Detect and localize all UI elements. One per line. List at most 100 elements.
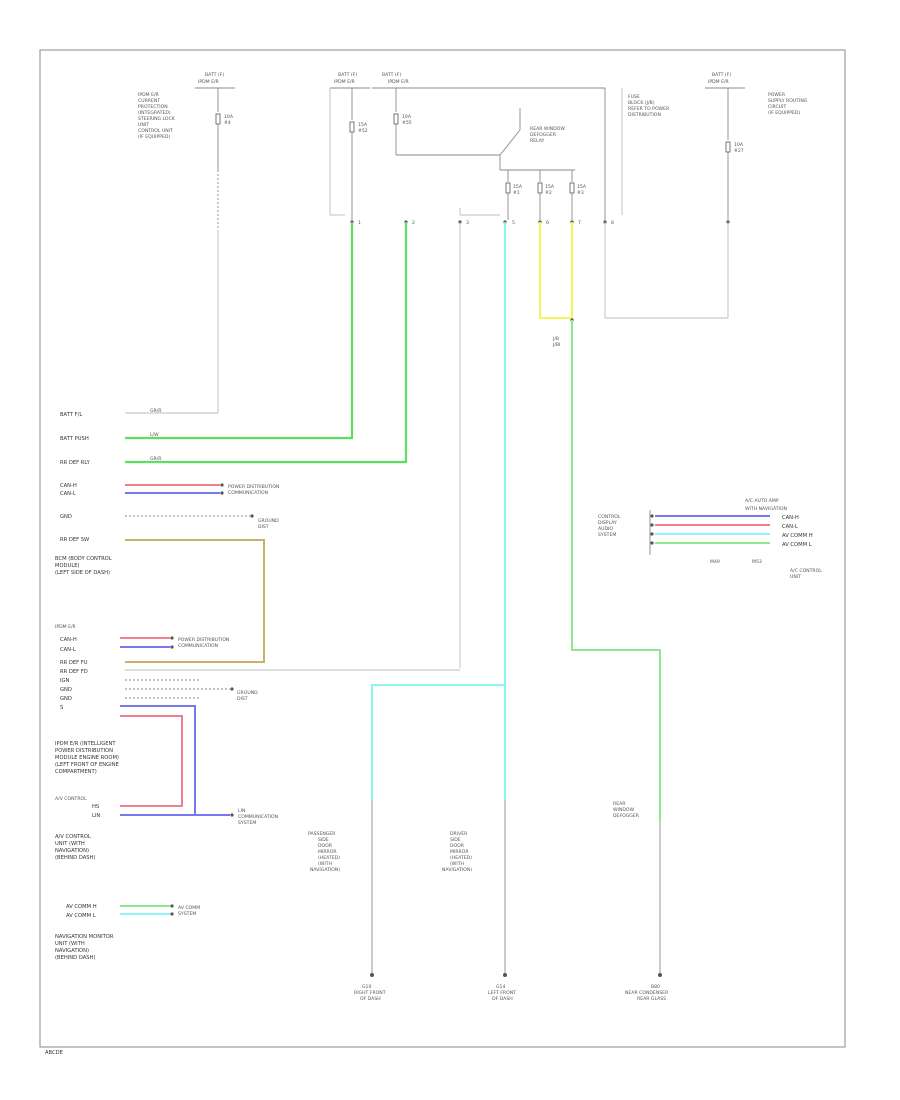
svg-text:COMMUNICATION: COMMUNICATION	[178, 643, 218, 649]
svg-text:IPDM E/R: IPDM E/R	[198, 79, 220, 85]
svg-text:(BEHIND DASH): (BEHIND DASH)	[55, 955, 95, 961]
svg-text:IPDM E/R (INTELLIGENT: IPDM E/R (INTELLIGENT	[55, 741, 116, 747]
heater-rear-defogger: REAR WINDOW DEFOGGER B80 NEAR CONDENSER …	[613, 801, 669, 1002]
svg-text:BCM (BODY CONTROL: BCM (BODY CONTROL	[55, 556, 112, 562]
svg-text:DIST: DIST	[237, 696, 248, 702]
svg-text:STEERING LOCK: STEERING LOCK	[138, 116, 176, 122]
svg-text:UNIT: UNIT	[138, 122, 149, 128]
svg-text:10A: 10A	[224, 114, 234, 120]
svg-text:(LEFT SIDE OF DASH): (LEFT SIDE OF DASH)	[55, 570, 110, 576]
svg-text:OF DASH: OF DASH	[492, 996, 513, 1002]
svg-text:SYSTEM: SYSTEM	[238, 820, 256, 826]
svg-text:RELAY: RELAY	[530, 138, 545, 144]
fuse-block-left: BATT (F) IPDM E/R IPDM E/R CURRENT PROTE…	[138, 72, 235, 413]
svg-text:15A: 15A	[577, 184, 587, 190]
svg-text:CAN-L: CAN-L	[60, 491, 76, 497]
svg-text:10A: 10A	[402, 114, 412, 120]
svg-text:6: 6	[546, 220, 549, 226]
svg-text:LIN: LIN	[238, 808, 245, 814]
svg-text:WITH NAVIGATION: WITH NAVIGATION	[745, 506, 787, 512]
svg-text:BATT (F): BATT (F)	[712, 72, 731, 78]
svg-text:UNIT: UNIT	[790, 574, 801, 580]
svg-text:IPDM E/R: IPDM E/R	[55, 624, 77, 630]
svg-text:RR DEF SW: RR DEF SW	[60, 537, 89, 543]
svg-text:SIDE: SIDE	[450, 837, 461, 843]
svg-text:BATT PUSH: BATT PUSH	[60, 436, 89, 442]
svg-text:CIRCUIT: CIRCUIT	[768, 104, 786, 110]
svg-text:5: 5	[512, 220, 515, 226]
defogger-relay: REAR WINDOW DEFOGGER RELAY 15A 15A 15A #…	[499, 108, 587, 220]
svg-text:M49: M49	[710, 559, 720, 565]
svg-text:COMMUNICATION: COMMUNICATION	[228, 490, 268, 496]
bcm-connector: BATT F/L BATT PUSH RR DEF RLY CAN-H CAN-…	[55, 408, 279, 663]
svg-text:M53: M53	[752, 559, 762, 565]
svg-text:(INTEGRATED): (INTEGRATED)	[138, 110, 171, 116]
svg-text:NAVIGATION): NAVIGATION)	[55, 948, 89, 954]
svg-text:CAN-H: CAN-H	[60, 637, 77, 643]
svg-text:NAVIGATION): NAVIGATION)	[310, 867, 340, 873]
svg-text:REFER TO POWER: REFER TO POWER	[628, 106, 670, 112]
svg-text:CAN-L: CAN-L	[782, 524, 798, 530]
svg-text:DOOR: DOOR	[318, 843, 333, 849]
svg-text:SYSTEM: SYSTEM	[178, 911, 196, 917]
svg-text:7: 7	[578, 220, 581, 226]
svg-text:1: 1	[358, 220, 361, 226]
svg-text:SIDE: SIDE	[318, 837, 329, 843]
svg-text:OF DASH: OF DASH	[360, 996, 381, 1002]
svg-text:(HEATED): (HEATED)	[318, 855, 340, 861]
svg-text:POWER DISTRIBUTION: POWER DISTRIBUTION	[178, 637, 229, 643]
svg-text:WINDOW: WINDOW	[613, 807, 634, 813]
heater-passenger: PASSENGER SIDE DOOR MIRROR (HEATED) (WIT…	[308, 800, 386, 1002]
svg-text:BATT (F): BATT (F)	[205, 72, 224, 78]
svg-text:(WITH: (WITH	[318, 861, 332, 867]
svg-text:NAVIGATION): NAVIGATION)	[442, 867, 472, 873]
svg-text:GND: GND	[60, 514, 72, 520]
svg-text:MODULE): MODULE)	[55, 563, 80, 569]
svg-text:DISPLAY: DISPLAY	[598, 520, 617, 526]
svg-text:(WITH: (WITH	[450, 861, 464, 867]
svg-text:UNIT (WITH: UNIT (WITH	[55, 841, 85, 847]
svg-text:LIN: LIN	[92, 813, 100, 819]
svg-text:DOOR: DOOR	[450, 843, 465, 849]
svg-text:NEAR CONDENSER: NEAR CONDENSER	[625, 990, 669, 996]
svg-text:LEFT FRONT: LEFT FRONT	[488, 990, 516, 996]
svg-text:RIGHT FRONT: RIGHT FRONT	[354, 990, 386, 996]
svg-text:AV COMM L: AV COMM L	[782, 542, 812, 548]
svg-text:(HEATED): (HEATED)	[450, 855, 472, 861]
svg-text:(IF EQUIPPED): (IF EQUIPPED)	[138, 134, 170, 140]
svg-text:CURRENT: CURRENT	[138, 98, 160, 104]
svg-text:G10: G10	[362, 984, 371, 990]
svg-text:DISTRIBUTION: DISTRIBUTION	[628, 112, 661, 118]
svg-text:MIRROR: MIRROR	[318, 849, 337, 855]
svg-text:#52: #52	[358, 128, 368, 134]
svg-text:IPDM E/R: IPDM E/R	[334, 79, 356, 85]
svg-text:BATT (F): BATT (F)	[382, 72, 401, 78]
svg-text:10A: 10A	[734, 142, 744, 148]
svg-text:J/BI: J/BI	[552, 342, 560, 348]
svg-text:#2: #2	[545, 190, 552, 196]
svg-text:A/V CONTROL: A/V CONTROL	[55, 796, 87, 802]
svg-text:(BEHIND DASH): (BEHIND DASH)	[55, 855, 95, 861]
diagram-frame	[39, 49, 846, 1048]
svg-text:RR DEF RLY: RR DEF RLY	[60, 460, 91, 466]
nav-monitor-connector: AV COMM H AV COMM L AV COMM SYSTEM NAVIG…	[55, 904, 200, 961]
svg-text:PASSENGER: PASSENGER	[308, 831, 336, 837]
svg-text:(LEFT FRONT OF ENGINE: (LEFT FRONT OF ENGINE	[55, 762, 119, 768]
svg-text:CONTROL: CONTROL	[598, 514, 621, 520]
svg-text:RR DEF FU: RR DEF FU	[60, 660, 88, 666]
svg-text:CONTROL UNIT: CONTROL UNIT	[138, 128, 173, 134]
svg-text:IPDM E/R: IPDM E/R	[708, 79, 730, 85]
svg-text:FUSE: FUSE	[628, 94, 640, 100]
svg-text:#27: #27	[734, 148, 744, 154]
svg-text:G14: G14	[496, 984, 505, 990]
svg-text:A/C AUTO AMP: A/C AUTO AMP	[745, 498, 779, 504]
svg-text:AV COMM: AV COMM	[178, 905, 200, 911]
svg-text:CAN-L: CAN-L	[60, 647, 76, 653]
fuse-block-mid-left: BATT (F) IPDM E/R 15A #52	[329, 72, 370, 220]
svg-text:AV COMM L: AV COMM L	[66, 913, 96, 919]
heater-driver: DRIVER SIDE DOOR MIRROR (HEATED) (WITH N…	[442, 800, 516, 1002]
svg-text:SUPPLY ROUTING: SUPPLY ROUTING	[768, 98, 808, 104]
svg-text:SYSTEM: SYSTEM	[598, 532, 616, 538]
svg-text:S: S	[60, 705, 63, 711]
svg-text:BATT F/L: BATT F/L	[60, 412, 82, 418]
